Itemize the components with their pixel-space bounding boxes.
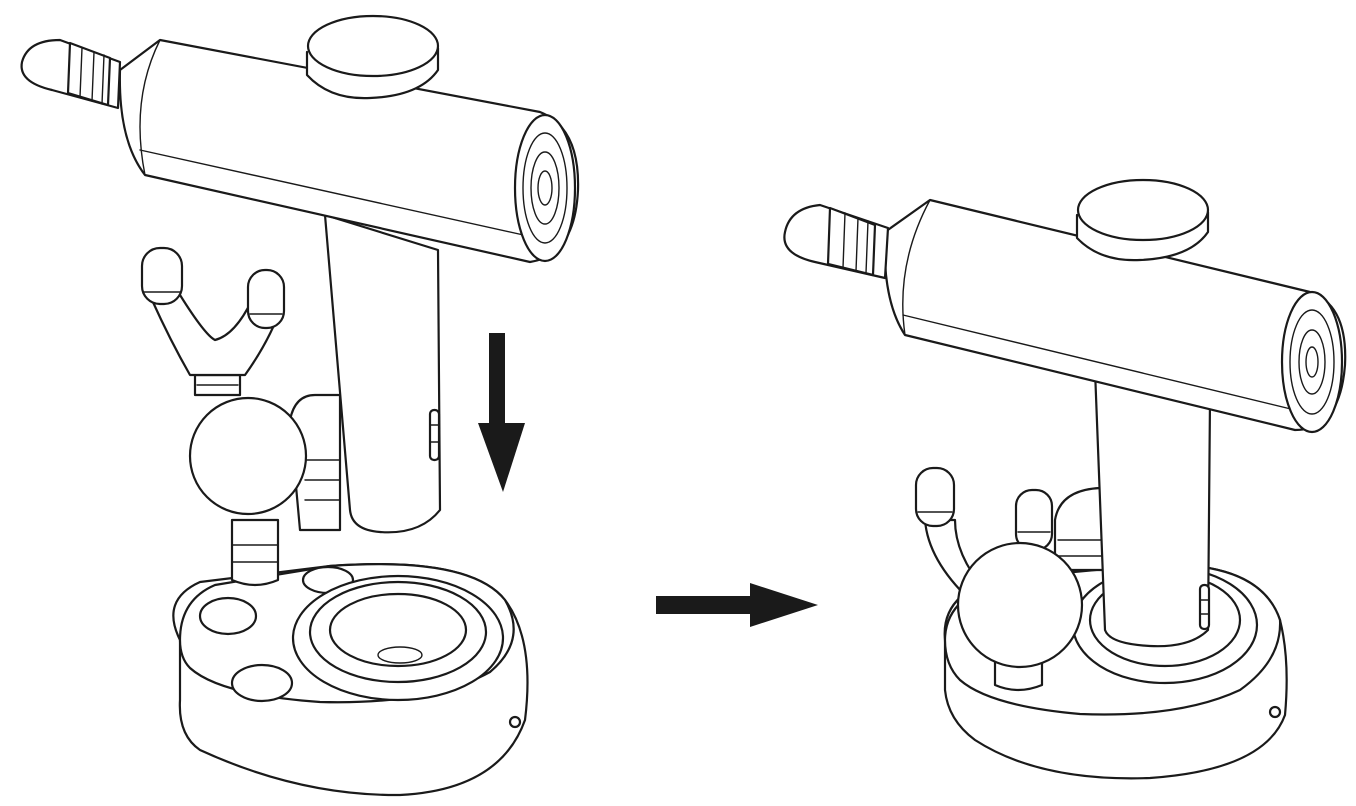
gun-handle	[1093, 368, 1212, 648]
attachment-slot	[230, 663, 294, 703]
flat-head-attachment	[288, 393, 342, 532]
gun-shaft	[783, 203, 890, 280]
end-cap	[513, 113, 577, 263]
gun-handle	[323, 213, 442, 534]
ball-attachment-stowed	[956, 541, 1084, 692]
fork-prong-left	[140, 246, 184, 306]
massage-gun-lowering	[20, 14, 580, 534]
ball-attachment	[188, 396, 308, 587]
panel-step-before	[20, 14, 580, 797]
power-indicator-lights	[1198, 583, 1211, 631]
panel-step-after	[783, 178, 1347, 780]
arrow-down-icon	[478, 333, 525, 492]
charging-port-icon	[508, 715, 522, 729]
gun-shaft	[20, 38, 122, 110]
power-button	[305, 14, 440, 100]
charging-base	[172, 563, 529, 797]
dock-ring-inner	[328, 592, 468, 668]
fork-prong-right	[246, 268, 286, 330]
massage-gun-docked	[783, 178, 1347, 648]
ball-head	[188, 396, 308, 516]
arrow-right-icon	[656, 583, 818, 627]
power-indicator-lights	[428, 408, 441, 462]
end-cap	[1280, 290, 1344, 434]
attachment-slot	[198, 596, 258, 636]
charging-port-icon	[1268, 705, 1282, 719]
fork-attachment	[140, 246, 286, 397]
power-button	[1075, 178, 1210, 262]
